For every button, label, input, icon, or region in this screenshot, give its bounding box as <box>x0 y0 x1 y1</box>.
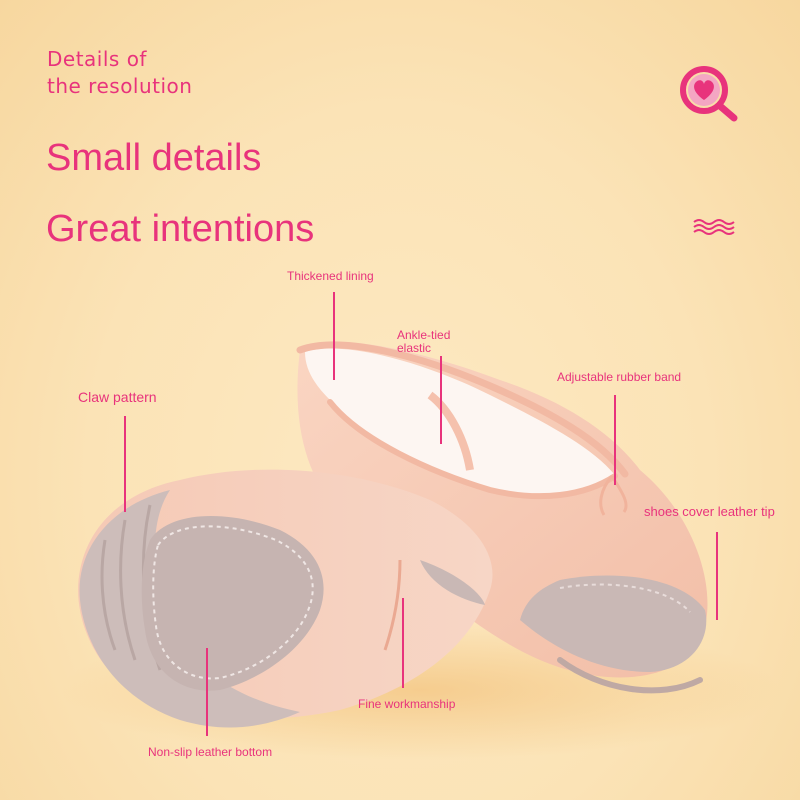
label-ankle-tied-line-2: elastic <box>397 341 432 355</box>
label-claw-pattern: Claw pattern <box>78 389 157 405</box>
back-shoe <box>296 341 708 694</box>
header-line-2: the resolution <box>47 74 193 98</box>
label-ankle-tied-line-1: Ankle-tied <box>397 328 451 342</box>
headline-small-details: Small details <box>46 137 262 179</box>
leader-claw-pattern <box>124 416 126 512</box>
leader-adjustable-band <box>614 395 616 485</box>
headline-great-intentions: Great intentions <box>46 208 315 250</box>
label-thickened-lining: Thickened lining <box>287 269 374 283</box>
label-fine-workmanship: Fine workmanship <box>358 697 456 711</box>
label-non-slip-bottom: Non-slip leather bottom <box>148 745 273 759</box>
resolution-header: Details of the resolution <box>47 46 192 100</box>
leader-non-slip-bottom <box>206 648 208 736</box>
label-leather-tip: shoes cover leather tip <box>644 504 775 519</box>
wave-icon <box>693 219 735 235</box>
heart-magnifier-icon <box>680 66 738 122</box>
leader-leather-tip <box>716 532 718 620</box>
header-line-1: Details of <box>47 47 147 71</box>
leader-fine-workmanship <box>402 598 404 688</box>
front-shoe <box>78 469 493 728</box>
leader-thickened-lining <box>333 292 335 380</box>
label-adjustable-rubber-band: Adjustable rubber band <box>557 370 682 384</box>
leader-ankle-tied <box>440 356 442 444</box>
